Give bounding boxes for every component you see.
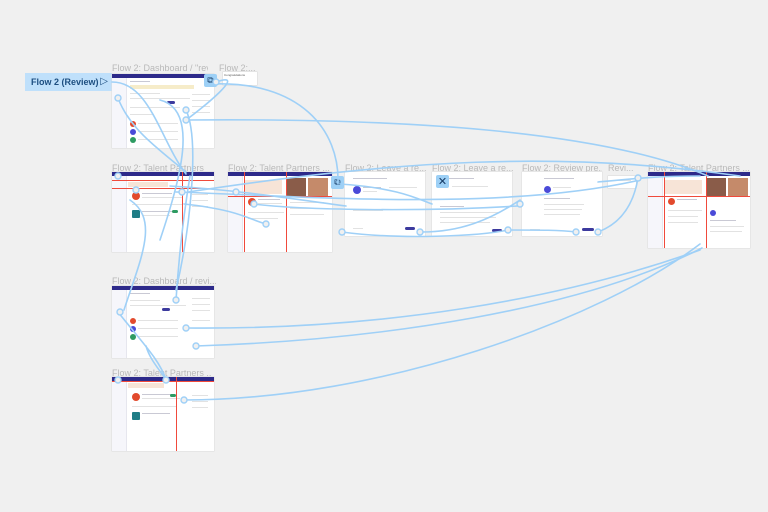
frame-label-review-small: Revi... bbox=[608, 163, 634, 173]
frame-toast[interactable]: Congratulations bbox=[223, 72, 257, 85]
frame-talent-partners-1[interactable] bbox=[112, 172, 214, 252]
close-icon[interactable]: ✕ bbox=[436, 175, 449, 188]
frame-leave-review-1[interactable] bbox=[345, 172, 425, 236]
frame-review-small[interactable] bbox=[608, 176, 636, 188]
device-swap-icon-2[interactable]: ⧉ bbox=[331, 176, 344, 189]
frame-label-dashboard-review: Flow 2: Dashboard / "rev... bbox=[112, 63, 208, 73]
flow-start-button[interactable]: Flow 2 (Review) ▷ bbox=[25, 73, 112, 91]
toast-text: Congratulations bbox=[224, 73, 246, 77]
flow-start-label: Flow 2 (Review) bbox=[31, 77, 99, 87]
frame-talent-partners-3[interactable] bbox=[648, 172, 750, 248]
frame-label-toast: Flow 2:... bbox=[219, 63, 255, 73]
connector bbox=[195, 247, 703, 347]
frame-review-preview[interactable] bbox=[522, 172, 602, 236]
frame-dashboard-review-2[interactable] bbox=[112, 286, 214, 358]
frame-talent-partners-2[interactable] bbox=[228, 172, 332, 252]
play-icon[interactable]: ▷ bbox=[100, 76, 108, 87]
frame-dashboard-review[interactable] bbox=[112, 74, 214, 148]
connector bbox=[185, 249, 701, 329]
frame-label-dashboard-review-2: Flow 2: Dashboard / revi... bbox=[112, 276, 216, 286]
connector bbox=[183, 243, 701, 401]
device-swap-icon[interactable]: ⧉ bbox=[204, 74, 217, 87]
frame-talent-partners-4[interactable] bbox=[112, 377, 214, 451]
